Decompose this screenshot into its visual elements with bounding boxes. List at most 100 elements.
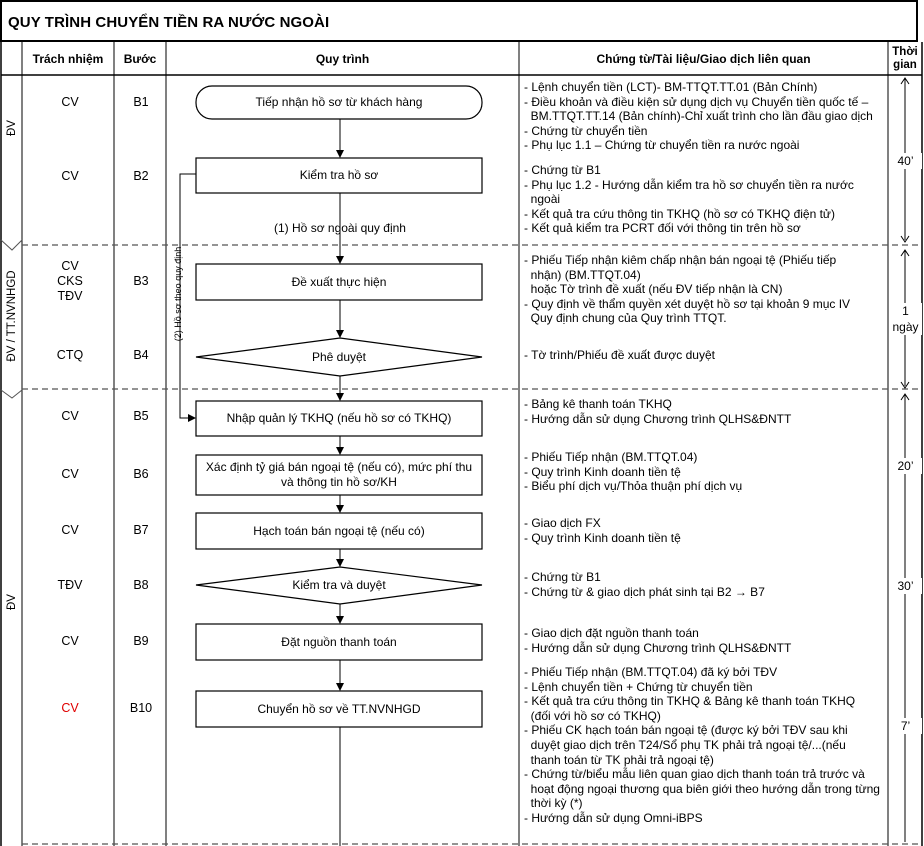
header-documents: Chứng từ/Tài liệu/Giao dịch liên quan (596, 52, 811, 66)
header-time-line1: Thời (892, 46, 918, 58)
docs-b3-line: - Quy định về thẩm quyền xét duyệt hồ sơ… (524, 296, 851, 311)
docs-b8: - Chứng từ B1 - Chứng từ & giao dịch phá… (524, 570, 890, 599)
resp-b8: TĐV (57, 578, 83, 592)
process-b6-label-line2: và thông tin hồ sơ/KH (281, 475, 397, 489)
step-b10: B10 (129, 701, 153, 715)
page-title: QUY TRÌNH CHUYỂN TIỀN RA NƯỚC NGOÀI (0, 0, 918, 42)
docs-b10-line: (đối với hồ sơ có TKHQ) (524, 708, 661, 723)
header-time: Thời gian (888, 44, 922, 74)
header-step: Bước (123, 52, 157, 66)
resp-b4: CTQ (56, 348, 84, 362)
resp-b7: CV (61, 523, 79, 537)
docs-b9: - Giao dịch đặt nguồn thanh toán - Hướng… (524, 626, 890, 655)
step-b4: B4 (133, 348, 149, 362)
process-b1-label: Tiếp nhận hồ sơ từ khách hàng (255, 95, 423, 109)
docs-b10-line: - Phiếu Tiếp nhận (BM.TTQT.04) đã ký bởi… (524, 665, 778, 679)
resp-b10: CV (61, 701, 79, 715)
docs-b6-line: - Biểu phí dịch vụ/Thỏa thuận phí dịch v… (524, 479, 743, 494)
docs-b10-line: thanh toán từ TK phải trả ngoại tệ) (524, 752, 714, 767)
docs-b6-line: - Quy trình Kinh doanh tiền tệ (524, 464, 681, 479)
header-time-line2: gian (893, 59, 917, 71)
docs-b7-line: - Giao dịch FX (524, 516, 601, 530)
process-b3-label: Đề xuất thực hiện (291, 275, 387, 289)
time-40min: 40’ (889, 153, 922, 169)
resp-b1: CV (61, 95, 79, 109)
resp-b9: CV (61, 634, 79, 648)
docs-b3-line: Quy định chung của Quy trình TTQT. (524, 311, 727, 326)
docs-b6: - Phiếu Tiếp nhận (BM.TTQT.04) - Quy trì… (524, 450, 890, 494)
docs-b10: - Phiếu Tiếp nhận (BM.TTQT.04) đã ký bởi… (524, 665, 890, 826)
docs-b3-line: nhận) (BM.TTQT.04) (524, 267, 641, 282)
docs-b1-line: - Phụ lục 1.1 – Chứng từ chuyển tiền ra … (524, 138, 800, 153)
time-7min: 7’ (889, 718, 922, 734)
resp-b3-cv: CV (61, 259, 79, 273)
docs-b2-line: ngoài (524, 192, 561, 207)
docs-b10-line: - Lệnh chuyển tiền + Chứng từ chuyển tiề… (524, 679, 753, 694)
docs-b7: - Giao dịch FX - Quy trình Kinh doanh ti… (524, 516, 890, 545)
docs-b8-line: - Chứng từ B1 (524, 570, 601, 584)
lane-label-2: ĐV / TT.NVNHGD (6, 270, 18, 362)
step-b1: B1 (133, 95, 149, 109)
header-process: Quy trình (315, 52, 370, 66)
process-b9-label: Đặt nguồn thanh toán (281, 635, 397, 649)
process-b2-label: Kiểm tra hồ sơ (299, 168, 379, 182)
process-b7-label: Hạch toán bán ngoại tệ (nếu có) (253, 524, 425, 538)
process-b5-label: Nhập quản lý TKHQ (nếu hồ sơ có TKHQ) (226, 411, 452, 425)
lane-label-1: ĐV (6, 120, 18, 136)
docs-b10-line: - Phiếu CK hạch toán bán ngoại tệ (được … (524, 723, 848, 738)
time-20min: 20’ (889, 458, 922, 474)
docs-b1-line: - Lệnh chuyển tiền (LCT)- BM-TTQT.TT.01 … (524, 80, 818, 94)
docs-b10-line: hoạt động ngoại thương qua biên giới the… (524, 781, 880, 796)
step-b6: B6 (133, 467, 149, 481)
step-b8: B8 (133, 578, 149, 592)
docs-b9-line: - Hướng dẫn sử dụng Chương trình QLHS&ĐN… (524, 640, 792, 655)
process-b10-label: Chuyển hồ sơ về TT.NVNHGD (257, 702, 421, 716)
docs-b1-line: - Điều khoản và điều kiện sử dụng dịch v… (524, 94, 869, 109)
process-b6-label: Xác định tỷ giá bán ngoại tệ (nếu có), m… (196, 460, 482, 490)
docs-b3: - Phiếu Tiếp nhận kiêm chấp nhận bán ngo… (524, 253, 890, 326)
process-b4-label: Phê duyệt (311, 350, 367, 364)
process-b8-label: Kiểm tra và duyệt (292, 578, 386, 592)
docs-b4: - Tờ trình/Phiếu đề xuất được duyệt (524, 348, 890, 363)
docs-b4-line: - Tờ trình/Phiếu đề xuất được duyệt (524, 348, 715, 362)
resp-b6: CV (61, 467, 79, 481)
docs-b6-line: - Phiếu Tiếp nhận (BM.TTQT.04) (524, 450, 698, 464)
lane-label-3: ĐV (6, 594, 18, 610)
docs-b10-line: - Chứng từ/biểu mẫu liên quan giao dịch … (524, 767, 865, 782)
resp-b3-cks: CKS (57, 274, 83, 288)
docs-b9-line: - Giao dịch đặt nguồn thanh toán (524, 626, 699, 640)
docs-b1: - Lệnh chuyển tiền (LCT)- BM-TTQT.TT.01 … (524, 80, 890, 153)
docs-b2-line: - Chứng từ B1 (524, 163, 601, 177)
step-b2: B2 (133, 169, 149, 183)
docs-b5-line: - Bảng kê thanh toán TKHQ (524, 397, 672, 411)
docs-b10-line: - Hướng dẫn sử dụng Omni-iBPS (524, 810, 703, 825)
docs-b5: - Bảng kê thanh toán TKHQ - Hướng dẫn sử… (524, 397, 890, 426)
docs-b2: - Chứng từ B1 - Phụ lục 1.2 - Hướng dẫn … (524, 163, 890, 236)
docs-b10-line: - Kết quả tra cứu thông tin TKHQ & Bảng … (524, 694, 856, 709)
docs-b8-line: - Chứng từ & giao dịch phát sinh tại B2 … (524, 584, 765, 599)
docs-b10-line: thời kỳ (*) (524, 796, 583, 811)
step-b5: B5 (133, 409, 149, 423)
header-responsibility: Trách nhiệm (32, 52, 104, 66)
docs-b2-line: - Phụ lục 1.2 - Hướng dẫn kiểm tra hồ sơ… (524, 177, 854, 192)
time-ngay: ngày (889, 319, 922, 335)
docs-b2-line: - Kết quả tra cứu thông tin TKHQ (hồ sơ … (524, 206, 835, 221)
process-b6-label-line1: Xác định tỷ giá bán ngoại tệ (nếu có), m… (205, 460, 473, 474)
docs-b5-line: - Hướng dẫn sử dụng Chương trình QLHS&ĐN… (524, 411, 792, 426)
docs-b3-line: - Phiếu Tiếp nhận kiêm chấp nhận bán ngo… (524, 253, 837, 267)
resp-b2: CV (61, 169, 79, 183)
time-30min: 30’ (889, 578, 922, 594)
branch-label-per-rule: (2) Hồ sơ theo quy định (173, 246, 183, 342)
resp-b5: CV (61, 409, 79, 423)
time-1: 1 (889, 303, 922, 319)
docs-b10-line: duyệt giao dịch trên T24/Sổ phụ TK phải … (524, 737, 846, 752)
docs-b1-line: BM.TTQT.TT.14 (Bản chính)-Chỉ xuất trình… (524, 109, 873, 124)
docs-b3-line: hoặc Tờ trình đề xuất (nếu ĐV tiếp nhận … (524, 282, 783, 297)
step-b9: B9 (133, 634, 149, 648)
docs-b7-line: - Quy trình Kinh doanh tiền tệ (524, 530, 681, 545)
branch-label-outside-rule: (1) Hồ sơ ngoài quy định (274, 221, 406, 235)
step-b3: B3 (133, 274, 149, 288)
docs-b1-line: - Chứng từ chuyển tiền (524, 123, 648, 138)
